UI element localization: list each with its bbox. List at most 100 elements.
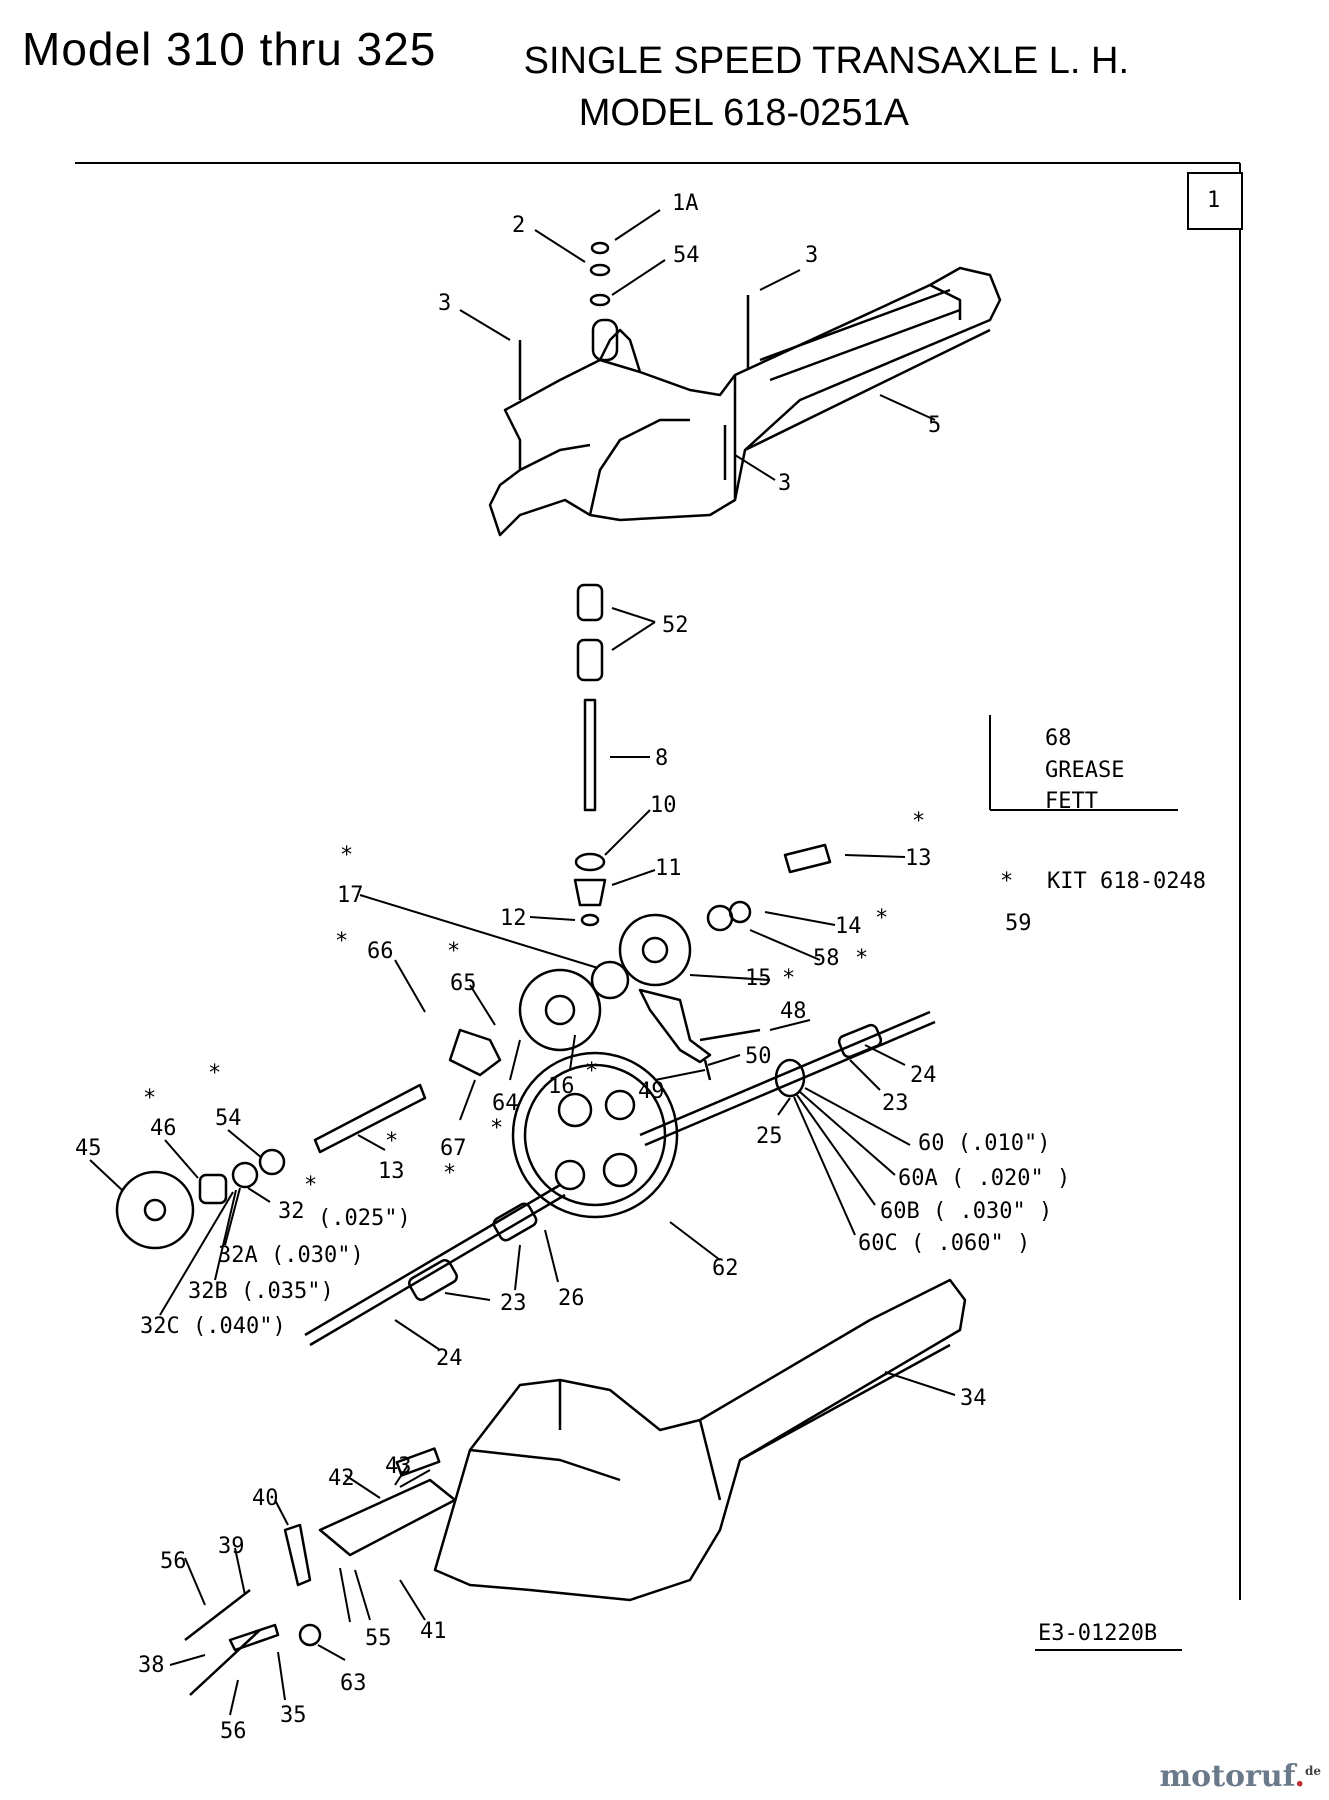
grease-number: 68 xyxy=(1045,726,1072,751)
svg-text:*: * xyxy=(143,1086,156,1111)
callout-17: 17 xyxy=(337,883,364,908)
part-24-axle-right xyxy=(639,1010,931,1137)
callout-54-top: 54 xyxy=(673,243,700,268)
part-26-spacer-left xyxy=(492,1202,538,1242)
diagram-frame xyxy=(75,162,1243,1600)
callout-23-left: 23 xyxy=(500,1291,527,1316)
callout-32: 32 xyxy=(278,1199,305,1224)
callout-26: 26 xyxy=(558,1286,585,1311)
callout-34: 34 xyxy=(960,1386,987,1411)
svg-text:*: * xyxy=(855,946,868,971)
callout-64: 64 xyxy=(492,1091,519,1116)
callout-66: 66 xyxy=(367,939,394,964)
part-45-pulley xyxy=(115,1170,195,1250)
svg-text:*: * xyxy=(447,939,460,964)
lower-housing-part xyxy=(433,1278,967,1602)
callout-40: 40 xyxy=(252,1486,279,1511)
part-15-bevel-gear xyxy=(618,913,692,987)
part-54-washer-left xyxy=(258,1148,286,1176)
part-24-axle-left xyxy=(304,1183,561,1337)
callout-56-bottom: 56 xyxy=(220,1719,247,1744)
part-63-nut xyxy=(298,1623,322,1647)
part-17-collar xyxy=(590,960,630,1000)
svg-text:*: * xyxy=(340,843,353,868)
part-52-bushing-top xyxy=(576,583,604,622)
callout-35: 35 xyxy=(280,1703,307,1728)
callout-15: 15 xyxy=(745,966,772,991)
part-52-bushing-bottom xyxy=(576,638,604,682)
svg-text:*: * xyxy=(304,1173,317,1198)
part-62-main-gear xyxy=(511,1051,679,1219)
kit-asterisk: * xyxy=(1000,869,1013,894)
part-11-pinion xyxy=(573,878,607,907)
svg-text:*: * xyxy=(585,1059,598,1084)
part-23-bearing-right xyxy=(837,1023,883,1059)
callout-1A: 1A xyxy=(672,191,699,216)
upper-housing-part xyxy=(488,266,1002,537)
model-title: Model 310 thru 325 xyxy=(22,23,437,75)
svg-text:*: * xyxy=(875,906,888,931)
callout-10: 10 xyxy=(650,793,677,818)
svg-text:*: * xyxy=(335,929,348,954)
callout-48: 48 xyxy=(780,999,807,1024)
callout-54-left: 54 xyxy=(215,1106,242,1131)
part-50-spring xyxy=(703,1059,712,1081)
callout-14: 14 xyxy=(835,914,862,939)
callout-60: 60 (.010") xyxy=(918,1131,1050,1156)
callout-58: 58 xyxy=(813,946,840,971)
callout-3-left: 3 xyxy=(438,291,451,316)
part-12-ring xyxy=(580,913,600,927)
subtitle-line-1: SINGLE SPEED TRANSAXLE L. H. xyxy=(523,40,1129,82)
part-1a-nut xyxy=(590,241,610,255)
callout-32A: 32A (.030") xyxy=(218,1243,364,1268)
drawing-code: E3-01220B xyxy=(1038,1621,1157,1646)
part-8-input-shaft xyxy=(583,698,597,812)
part-42-plate xyxy=(318,1478,457,1557)
part-58-spring xyxy=(706,904,734,932)
callout-67: 67 xyxy=(440,1136,467,1161)
grease-legend: 68 GREASE FETT xyxy=(989,715,1178,814)
watermark-logo: motoruf.de xyxy=(1159,1759,1321,1794)
part-56-pin-top xyxy=(184,1589,251,1641)
callout-50: 50 xyxy=(745,1044,772,1069)
part-43-key xyxy=(395,1447,441,1477)
part-10-washer xyxy=(574,852,606,872)
svg-text:*: * xyxy=(385,1129,398,1154)
part-25-thrust-washer xyxy=(774,1058,806,1098)
part-32-shim xyxy=(231,1161,259,1189)
callout-49: 49 xyxy=(638,1079,665,1104)
callout-38: 38 xyxy=(138,1653,165,1678)
part-13-input-shaft-left xyxy=(313,1083,427,1154)
callout-32-value: (.025") xyxy=(318,1206,411,1231)
callout-60A: 60A ( .020" ) xyxy=(898,1166,1070,1191)
callout-11: 11 xyxy=(655,856,682,881)
callout-39: 39 xyxy=(218,1534,245,1559)
watermark-suffix: de xyxy=(1304,1764,1321,1778)
callout-56-top: 56 xyxy=(160,1549,187,1574)
part-2-washer xyxy=(589,263,611,277)
watermark-text: motoruf xyxy=(1159,1759,1295,1794)
callout-24-right: 24 xyxy=(910,1063,937,1088)
callout-24-left: 24 xyxy=(436,1346,463,1371)
callout-65: 65 xyxy=(450,971,477,996)
callout-13-right: 13 xyxy=(905,846,932,871)
part-16-disc xyxy=(518,968,602,1052)
part-35-link xyxy=(228,1623,280,1652)
leader-lines xyxy=(89,209,956,1716)
callout-labels: 1A 2 54 3 3 3 5 52 8 10 11 12 13 14 58 1… xyxy=(75,191,1070,1744)
svg-text:*: * xyxy=(912,809,925,834)
part-54-washer xyxy=(589,293,611,307)
callout-8: 8 xyxy=(655,746,668,771)
callout-60C: 60C ( .060" ) xyxy=(858,1231,1030,1256)
part-48-shift-fork xyxy=(638,988,712,1064)
svg-text:*: * xyxy=(208,1061,221,1086)
kit-asterisks: * * * * * * * * * * * * * * xyxy=(143,809,925,1198)
callout-32C: 32C (.040") xyxy=(140,1314,286,1339)
part-56-pin-bottom xyxy=(189,1629,261,1696)
callout-32B: 32B (.035") xyxy=(188,1279,334,1304)
part-48-fork-rod xyxy=(699,1028,761,1042)
part-67-shift-collar xyxy=(448,1028,502,1077)
callout-3-right: 3 xyxy=(805,243,818,268)
fett-label: FETT xyxy=(1045,789,1098,814)
svg-text:*: * xyxy=(443,1161,456,1186)
